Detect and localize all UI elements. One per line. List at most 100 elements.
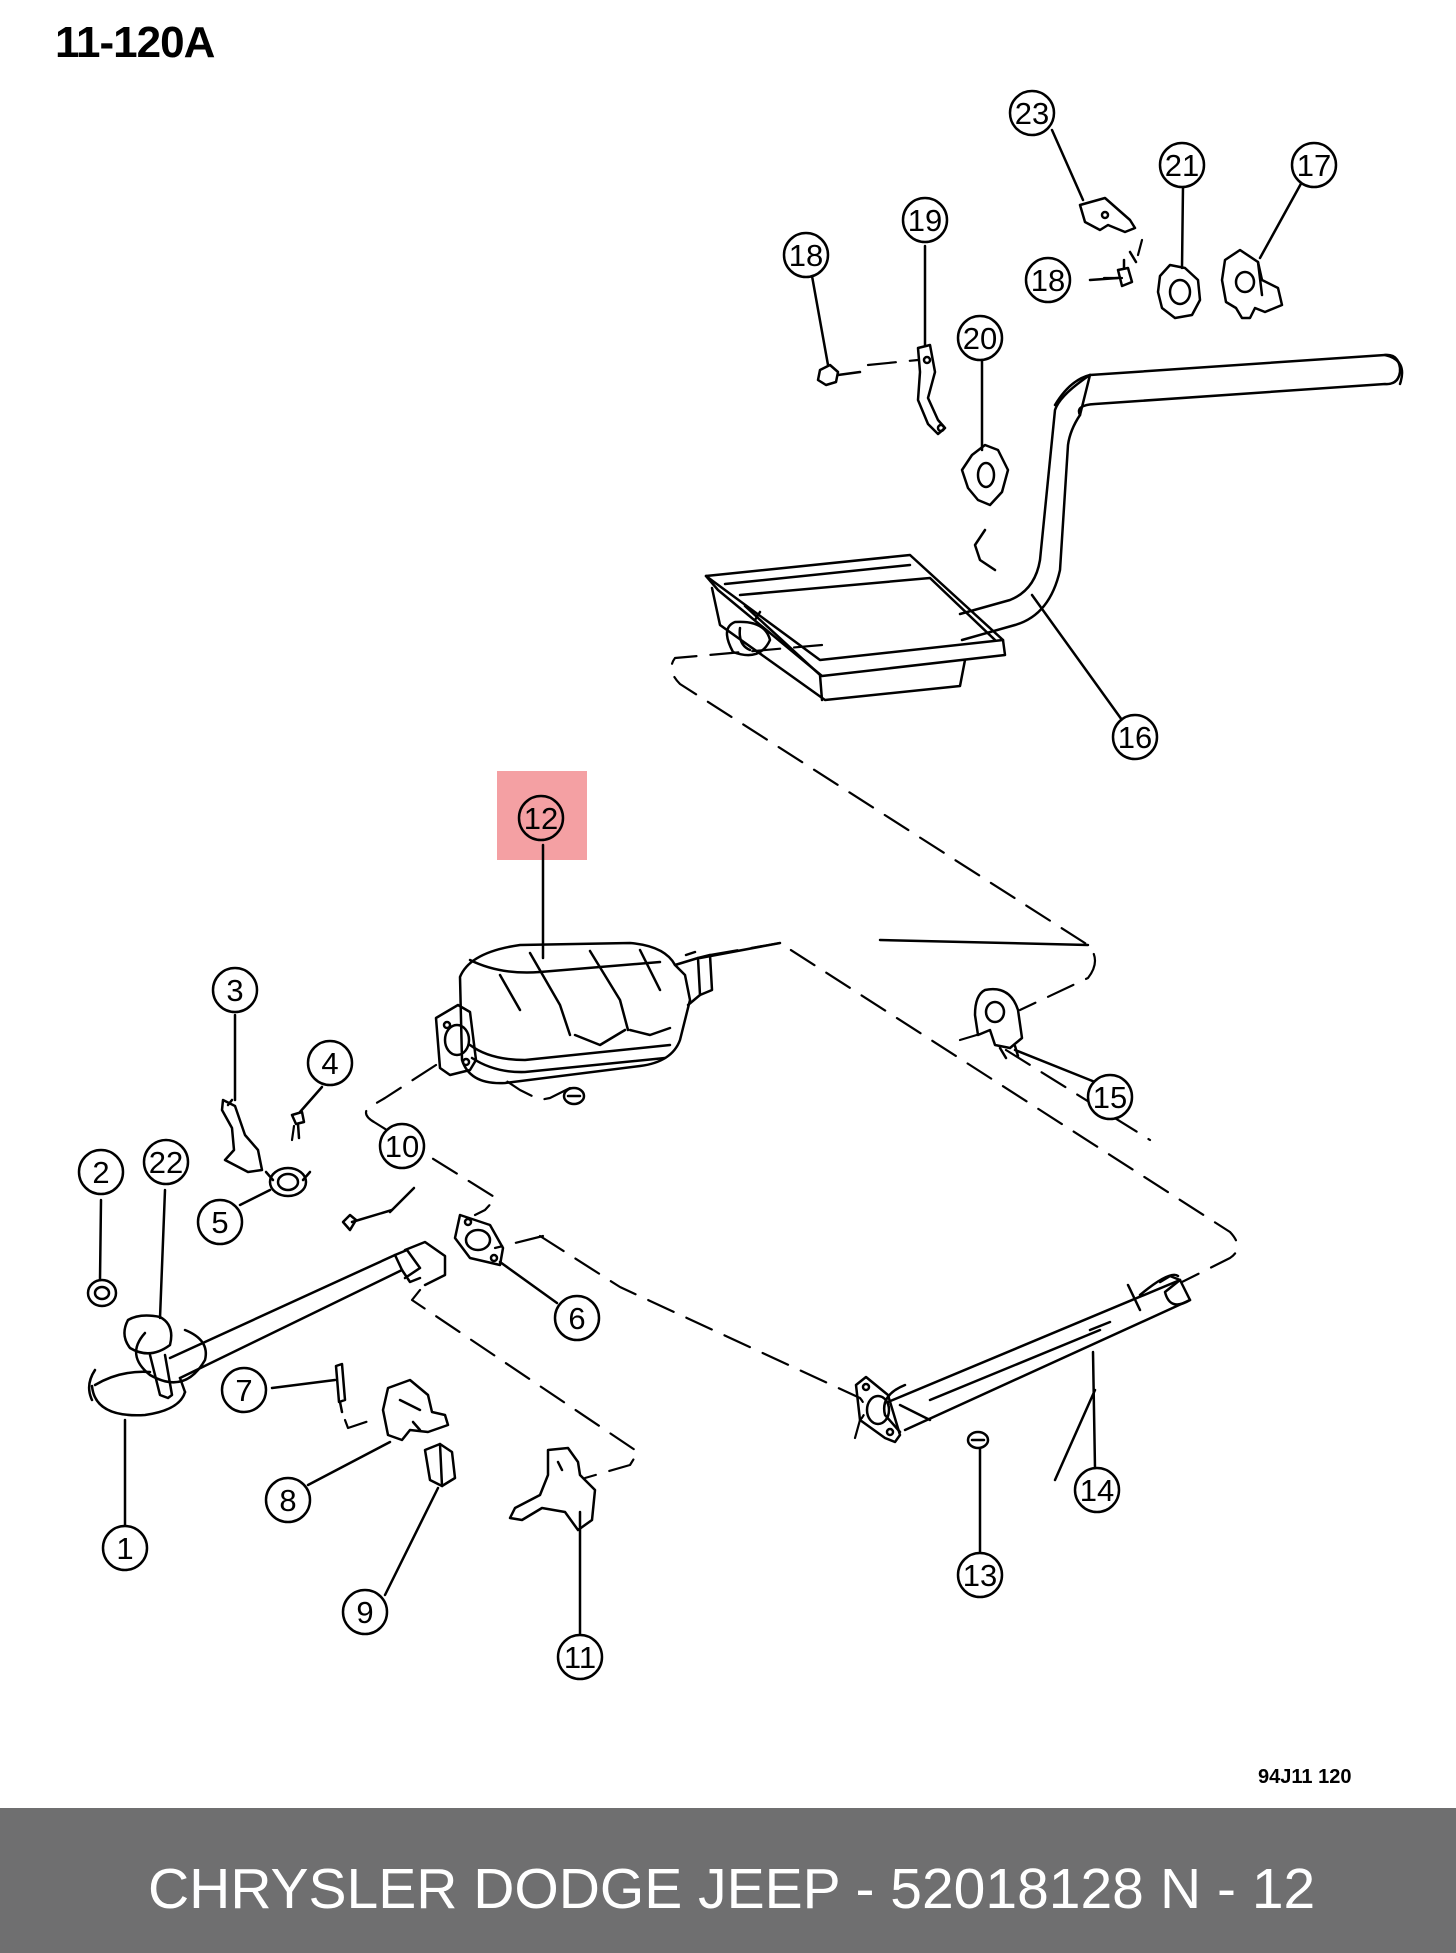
callout-circle <box>196 1198 244 1246</box>
callout-circle <box>1086 1073 1134 1121</box>
callout-circle <box>220 1366 268 1414</box>
callout-label: 14 <box>1080 1473 1114 1508</box>
callout-circle <box>1290 141 1338 189</box>
bolt-18-upper <box>816 363 862 387</box>
bolt-7 <box>334 1362 347 1414</box>
callout-label: 13 <box>963 1558 997 1593</box>
callout-12: 12 <box>517 794 565 842</box>
callout-label: 4 <box>321 1046 338 1081</box>
footer-brand: CHRYSLER DODGE JEEP <box>148 1857 840 1921</box>
callout-circle <box>553 1294 601 1342</box>
callout-label: 21 <box>1165 148 1199 183</box>
gasket-6 <box>453 1213 505 1267</box>
bolt-18-lower <box>1116 258 1134 288</box>
callout-circle <box>1024 256 1072 304</box>
callout-circle <box>378 1122 426 1170</box>
bracket-11 <box>508 1446 597 1532</box>
page-code: 11-120A <box>55 18 215 67</box>
callout-label: 16 <box>1118 720 1152 755</box>
callout-4: 4 <box>306 1039 354 1087</box>
callout-circle <box>142 1138 190 1186</box>
callout-20: 20 <box>956 314 1004 362</box>
callout-label: 6 <box>568 1301 585 1336</box>
callout-circle <box>77 1148 125 1196</box>
insulator-20 <box>960 443 1010 507</box>
muffler <box>704 553 1007 702</box>
callout-circle <box>211 966 259 1014</box>
callout-circle <box>306 1039 354 1087</box>
callout-10: 10 <box>378 1122 426 1170</box>
callout-label: 23 <box>1015 96 1049 131</box>
callout-circle <box>901 196 949 244</box>
clamp-17 <box>1220 248 1284 320</box>
callout-label: 18 <box>1031 263 1065 298</box>
callout-circle <box>101 1524 149 1572</box>
callout-label: 15 <box>1093 1080 1127 1115</box>
bolt-10 <box>341 1208 394 1232</box>
clamp-21 <box>1128 250 1202 320</box>
bolt-4 <box>290 1110 306 1140</box>
resonator-pipe <box>854 1273 1192 1444</box>
bracket-23 <box>1078 196 1137 234</box>
callout-circle <box>956 314 1004 362</box>
callout-9: 9 <box>341 1588 389 1636</box>
callout-circle <box>1008 89 1056 137</box>
gasket-2 <box>86 1278 118 1308</box>
footer-part-number: 52018128 <box>890 1857 1144 1921</box>
connector-lines <box>698 938 1090 1422</box>
callout-15: 15 <box>1086 1073 1134 1121</box>
hanger-clamp-15 <box>973 987 1024 1060</box>
callout-label: 5 <box>211 1205 228 1240</box>
callout-circle <box>1158 141 1206 189</box>
footer-separator: - <box>855 1857 875 1921</box>
callout-label: 1 <box>116 1531 133 1566</box>
callout-circle <box>782 231 830 279</box>
callout-circle <box>1111 713 1159 761</box>
callout-5: 5 <box>196 1198 244 1246</box>
assembly-lines <box>290 238 1239 1480</box>
leader-lines <box>98 128 1305 1642</box>
callout-label: 22 <box>149 1145 183 1180</box>
callout-label: 10 <box>385 1129 419 1164</box>
flange-nut-12 <box>562 1086 586 1106</box>
callout-19: 19 <box>901 196 949 244</box>
callout-label: 7 <box>235 1373 252 1408</box>
callout-7: 7 <box>220 1366 268 1414</box>
callout-label: 19 <box>908 203 942 238</box>
callout-3: 3 <box>211 966 259 1014</box>
callout-8: 8 <box>264 1476 312 1524</box>
callout-circle <box>264 1476 312 1524</box>
callout-label: 11 <box>564 1640 596 1675</box>
callout-label: 2 <box>92 1155 109 1190</box>
drawing-code: 94J11 120 <box>1258 1766 1352 1788</box>
footer-page: N - 12 <box>1160 1857 1316 1921</box>
callout-2: 2 <box>77 1148 125 1196</box>
callout-circle <box>1073 1466 1121 1514</box>
callout-21: 21 <box>1158 141 1206 189</box>
hanger-strap-19 <box>916 343 947 436</box>
callout-18b: 18 <box>1024 256 1072 304</box>
callout-23: 23 <box>1008 89 1056 137</box>
callout-circle <box>341 1588 389 1636</box>
callout-11: 11 <box>556 1633 604 1681</box>
callout-label: 12 <box>524 801 558 836</box>
callout-circle <box>956 1551 1004 1599</box>
front-exhaust-pipe <box>87 1240 447 1417</box>
callout-16: 16 <box>1111 713 1159 761</box>
nut-13 <box>966 1430 990 1450</box>
callout-22: 22 <box>142 1138 190 1186</box>
callout-1: 1 <box>101 1524 149 1572</box>
hanger-8 <box>381 1378 450 1442</box>
callout-17: 17 <box>1290 141 1338 189</box>
tailpipe <box>958 353 1404 642</box>
callout-label: 18 <box>789 238 823 273</box>
footer-title: CHRYSLER DODGE JEEP - 52018128 <box>148 1856 1144 1922</box>
callout-label: 20 <box>963 321 997 356</box>
callout-14: 14 <box>1073 1466 1121 1514</box>
callout-13: 13 <box>956 1551 1004 1599</box>
callout-circle <box>556 1633 604 1681</box>
callout-18a: 18 <box>782 231 830 279</box>
callout-circle <box>517 794 565 842</box>
callout-6: 6 <box>553 1294 601 1342</box>
